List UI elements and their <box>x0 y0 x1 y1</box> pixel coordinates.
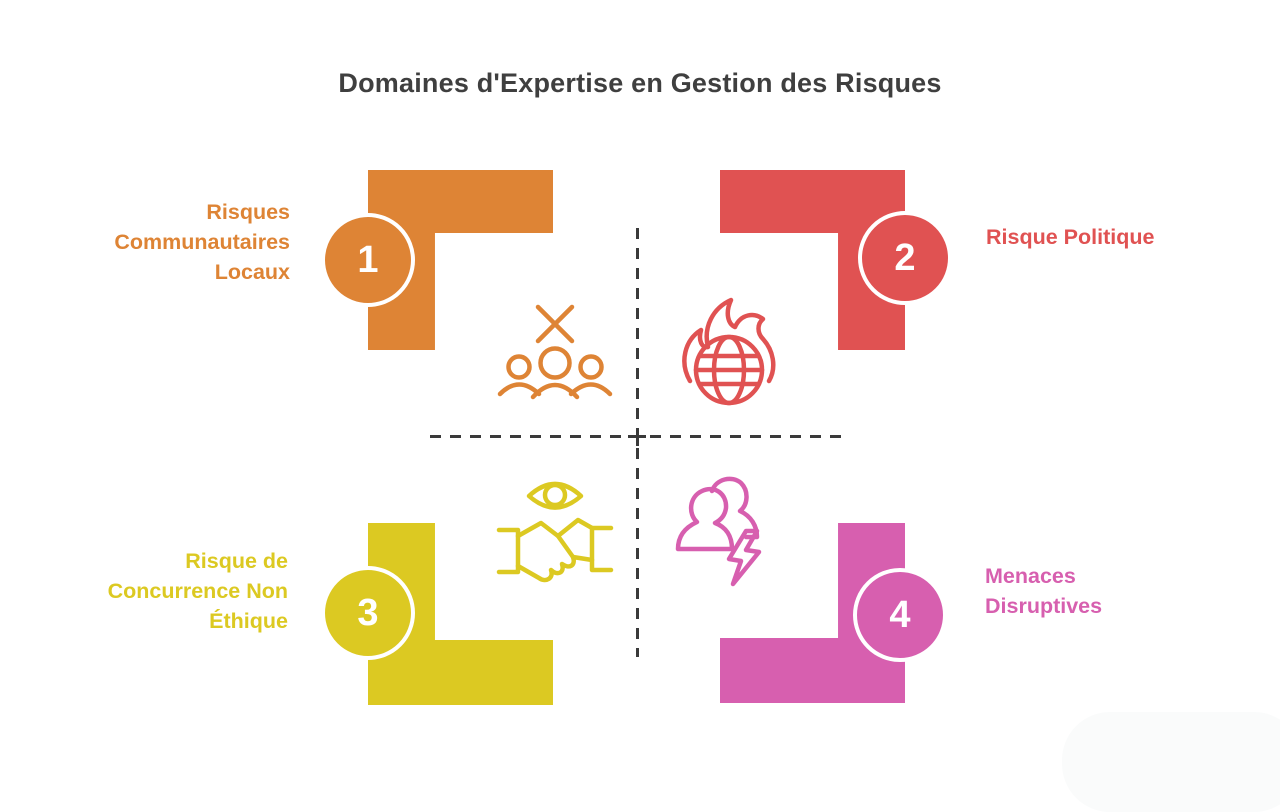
people-lightning-icon <box>666 467 780 587</box>
step-number-3: 3 <box>357 591 379 634</box>
step-number-4: 4 <box>889 593 911 636</box>
quadrant-4-label: Menaces Disruptives <box>985 564 1103 618</box>
step-circle-4: 4 <box>853 568 947 662</box>
watermark-shape <box>1062 712 1280 812</box>
step-number-1: 1 <box>357 238 379 281</box>
step-circle-3: 3 <box>321 566 415 660</box>
step-circle-1: 1 <box>321 213 415 307</box>
page-title: Domaines d'Expertise en Gestion des Risq… <box>338 68 942 98</box>
quadrant-3-label: Risque de Concurrence Non Éthique <box>107 549 288 633</box>
step-number-2: 2 <box>894 236 916 279</box>
excluded-group-icon <box>497 302 613 402</box>
burning-globe-icon <box>677 297 782 409</box>
divider-cross-icon <box>636 428 639 446</box>
eye-handshake-icon <box>496 466 614 586</box>
quadrant-2-label: Risque Politique <box>986 225 1155 249</box>
step-circle-2: 2 <box>858 211 952 305</box>
quadrant-1-label: Risques Communautaires Locaux <box>114 200 290 284</box>
